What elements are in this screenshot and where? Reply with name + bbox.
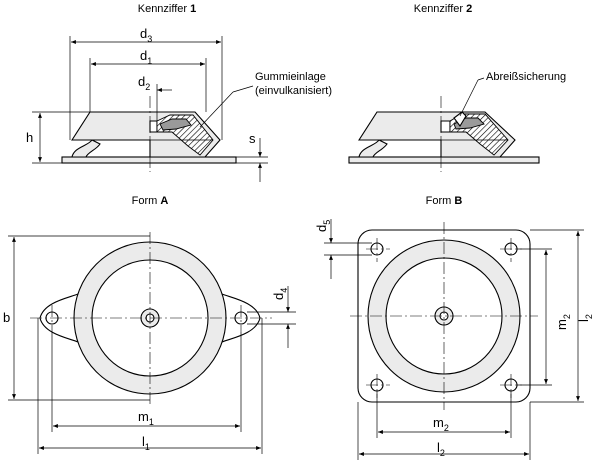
caption-version-2: Kennziffer 2 bbox=[414, 3, 473, 15]
dim-s: s bbox=[249, 131, 256, 146]
dimensions-form-b: d5 m2 l2 m2 l2 bbox=[314, 219, 592, 460]
top-view-form-b bbox=[350, 222, 538, 410]
dim-h: h bbox=[26, 130, 33, 145]
callout-tear-off-protection: Abreißsicherung bbox=[459, 71, 566, 117]
caption-version-1: Kennziffer 1 bbox=[138, 3, 197, 15]
foot-flange bbox=[71, 139, 101, 158]
dim-l2-vertical: l2 bbox=[576, 314, 592, 322]
svg-text:Abreißsicherung: Abreißsicherung bbox=[486, 71, 566, 83]
dim-d3: d3 bbox=[140, 26, 152, 44]
base-plate bbox=[348, 156, 540, 164]
dim-d2: d2 bbox=[138, 74, 150, 92]
dim-m1: m1 bbox=[138, 409, 154, 427]
dim-d5: d5 bbox=[314, 220, 332, 232]
dim-m2-vertical: m2 bbox=[554, 314, 572, 330]
rubber-insert bbox=[159, 118, 192, 131]
dim-b: b bbox=[3, 310, 10, 325]
dimensions-form-a: b d4 m1 l1 bbox=[3, 235, 296, 454]
threaded-insert bbox=[149, 120, 158, 133]
dim-l1: l1 bbox=[142, 434, 150, 452]
svg-text:(einvulkanisiert): (einvulkanisiert) bbox=[255, 85, 332, 97]
base-plate bbox=[61, 156, 237, 164]
threaded-insert bbox=[440, 120, 451, 133]
top-view-form-a bbox=[30, 232, 272, 404]
svg-text:Gummieinlage: Gummieinlage bbox=[255, 71, 326, 83]
tear-off-lug bbox=[453, 111, 467, 127]
side-view-version-2 bbox=[348, 96, 540, 172]
side-view-version-1 bbox=[61, 96, 237, 172]
caption-form-b: Form B bbox=[426, 195, 463, 207]
caption-form-a: Form A bbox=[132, 195, 169, 207]
dim-d1: d1 bbox=[140, 48, 152, 66]
dim-m2-horizontal: m2 bbox=[433, 415, 449, 433]
dim-l2-horizontal: l2 bbox=[437, 440, 445, 458]
dimensions-version-1: d3 d1 d2 h s bbox=[26, 26, 268, 182]
foot-flange bbox=[358, 139, 388, 158]
callout-rubber-insert: Gummieinlage (einvulkanisiert) bbox=[199, 71, 332, 128]
dim-d4: d4 bbox=[271, 288, 289, 300]
